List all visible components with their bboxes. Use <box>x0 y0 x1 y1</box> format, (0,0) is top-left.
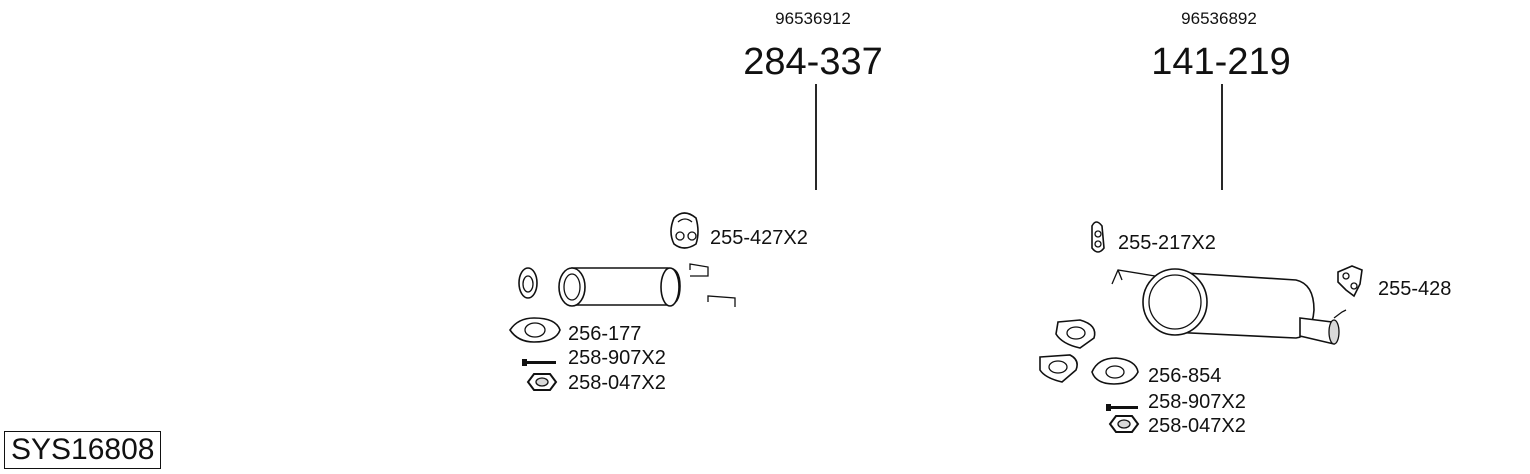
gasket-icon-rear <box>1091 357 1139 385</box>
bolt-icon-front <box>522 359 556 366</box>
accessory-label-front-hanger[interactable]: 255-427X2 <box>710 227 808 249</box>
bolt-icon-rear <box>1106 404 1138 411</box>
part-number-front[interactable]: 284-337 <box>743 41 882 83</box>
accessory-label-rear-bracket[interactable]: 255-428 <box>1378 278 1451 300</box>
rubber-hanger-icon-front <box>670 212 699 249</box>
accessory-label-rear-nut[interactable]: 258-047X2 <box>1148 415 1246 437</box>
system-code-label: SYS16808 <box>4 431 162 469</box>
rear-muffler-assembly[interactable] <box>1055 268 1347 349</box>
nut-icon-rear <box>1108 415 1140 433</box>
accessory-label-front-bolt[interactable]: 258-907X2 <box>568 347 666 369</box>
rubber-hanger-icon-rear <box>1091 221 1105 253</box>
oem-number-front: 96536912 <box>775 9 851 28</box>
part-number-rear[interactable]: 141-219 <box>1151 41 1290 83</box>
accessory-label-rear-gasket[interactable]: 256-854 <box>1148 365 1221 387</box>
front-muffler-assembly[interactable] <box>518 263 1078 387</box>
accessory-label-front-nut[interactable]: 258-047X2 <box>568 372 666 394</box>
nut-icon-front <box>526 373 558 391</box>
bracket-icon-rear <box>1337 265 1363 298</box>
accessory-label-rear-hanger[interactable]: 255-217X2 <box>1118 232 1216 254</box>
gasket-icon-front <box>509 317 561 343</box>
oem-number-rear: 96536892 <box>1181 9 1257 28</box>
accessory-label-front-gasket[interactable]: 256-177 <box>568 323 641 345</box>
accessory-label-rear-bolt[interactable]: 258-907X2 <box>1148 391 1246 413</box>
